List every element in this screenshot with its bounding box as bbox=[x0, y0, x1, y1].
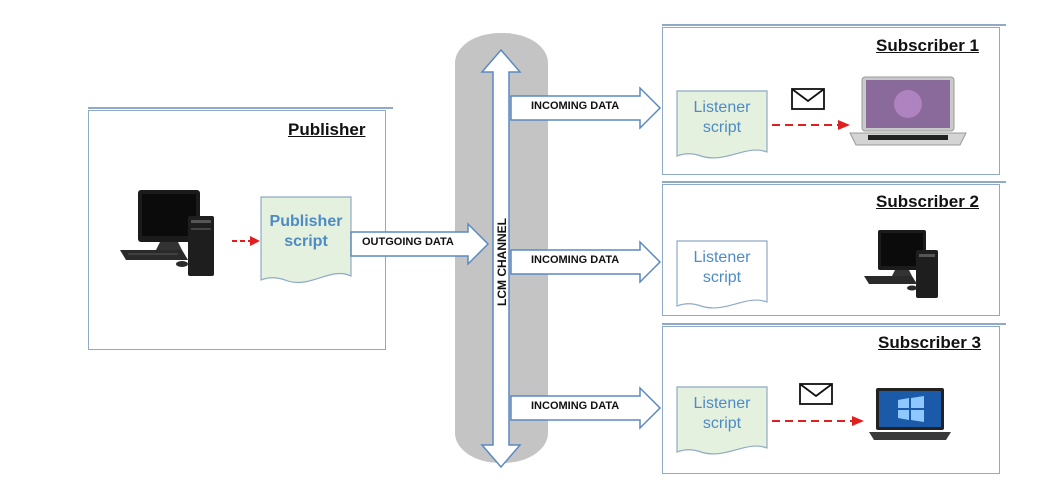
subscriber-2-listener-script: Listener script bbox=[676, 240, 768, 312]
subscriber-3-title: Subscriber 3 bbox=[878, 333, 981, 352]
document-shape bbox=[676, 90, 768, 159]
listener-line2: script bbox=[702, 269, 742, 286]
publisher-title: Publisher bbox=[288, 120, 366, 139]
subscriber-1-dashed-arrow bbox=[772, 120, 850, 130]
incoming-data-label-1: INCOMING DATA bbox=[531, 100, 620, 112]
publisher-script-line1: Publisher bbox=[269, 213, 343, 230]
subscriber-1-top-line bbox=[662, 24, 1006, 26]
document-shape bbox=[676, 386, 768, 455]
document-shape bbox=[676, 240, 768, 309]
subscriber-1-title: Subscriber 1 bbox=[876, 36, 979, 55]
subscriber-2-title: Subscriber 2 bbox=[876, 192, 979, 211]
publisher-top-line bbox=[88, 107, 393, 109]
listener-line2: script bbox=[702, 415, 742, 432]
laptop-icon bbox=[849, 76, 967, 146]
subscriber-3-top-line bbox=[662, 323, 1006, 325]
outgoing-data-label: OUTGOING DATA bbox=[362, 236, 454, 248]
desktop-computer-icon bbox=[120, 190, 214, 276]
publisher-script: Publisher script bbox=[260, 196, 352, 286]
outgoing-data-arrow bbox=[350, 222, 490, 266]
incoming-data-arrow-1 bbox=[510, 86, 662, 130]
listener-line1: Listener bbox=[693, 99, 751, 116]
channel-double-arrow bbox=[480, 48, 522, 469]
incoming-data-arrow-3 bbox=[510, 386, 662, 430]
windows-laptop-icon bbox=[869, 388, 951, 440]
subscriber-3-dashed-arrow bbox=[772, 416, 864, 426]
subscriber-3-listener-script: Listener script bbox=[676, 386, 768, 458]
desktop-computer-icon bbox=[864, 230, 938, 298]
listener-line1: Listener bbox=[693, 395, 751, 412]
subscriber-1-listener-script: Listener script bbox=[676, 90, 768, 162]
incoming-data-label-2: INCOMING DATA bbox=[531, 254, 620, 266]
listener-line2: script bbox=[702, 119, 742, 136]
document-shape bbox=[260, 196, 352, 284]
listener-line1: Listener bbox=[693, 249, 751, 266]
envelope-icon bbox=[791, 88, 825, 110]
publisher-dashed-arrow bbox=[232, 236, 260, 246]
publisher-script-line2: script bbox=[284, 233, 328, 250]
incoming-data-label-3: INCOMING DATA bbox=[531, 400, 620, 412]
subscriber-2-top-line bbox=[662, 181, 1006, 183]
channel-label: LCM CHANNEL bbox=[495, 218, 509, 306]
incoming-data-arrow-2 bbox=[510, 240, 662, 284]
envelope-icon bbox=[799, 383, 833, 405]
